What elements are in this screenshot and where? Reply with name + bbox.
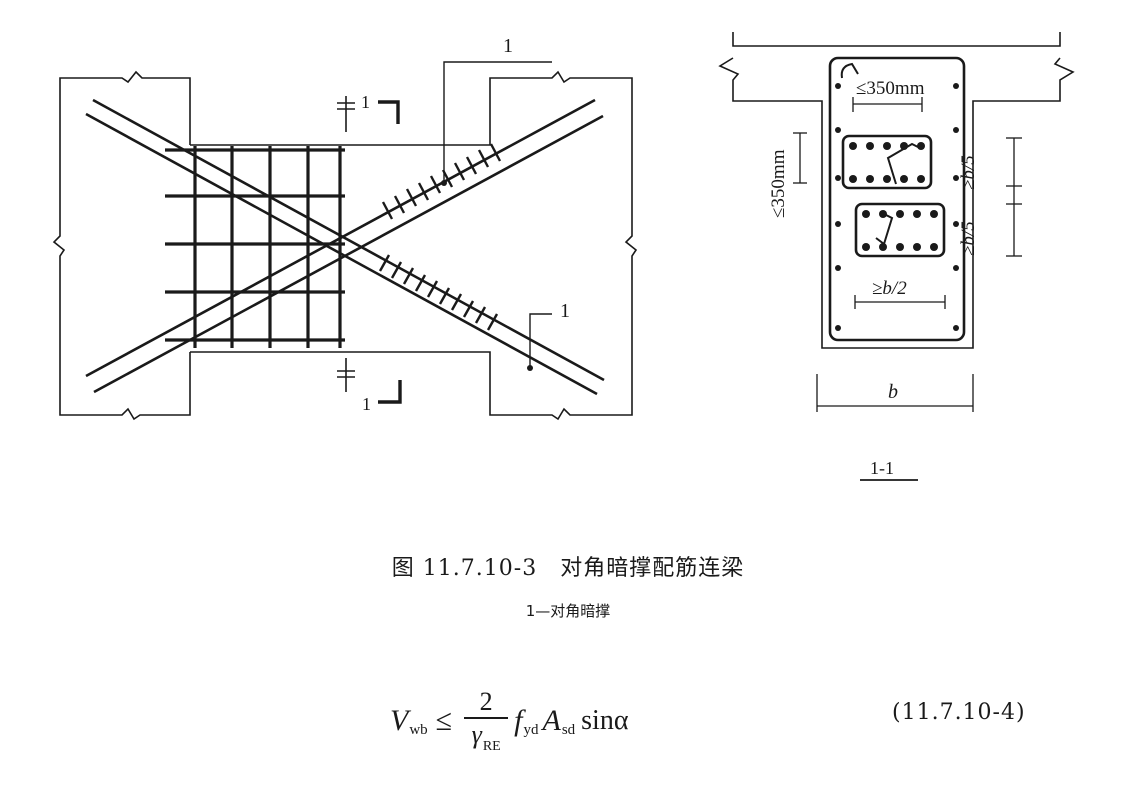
section-arrow-bottom: [378, 380, 402, 404]
section-cut-top: [337, 96, 355, 132]
formula-frac-num: 2: [479, 686, 493, 716]
dim-width: [816, 374, 974, 412]
outer-rebars: [835, 83, 959, 331]
dim-right: [1006, 137, 1022, 257]
right-wall-outline: [345, 70, 638, 421]
dim-left: [793, 132, 807, 184]
formula-relation: ≤: [435, 704, 453, 737]
formula-f: f: [514, 704, 523, 737]
dim-width-text: b: [888, 381, 898, 403]
figure-legend: 1—对角暗撑: [525, 602, 611, 620]
label-brace-top: 1: [503, 35, 513, 57]
lower-tie: [875, 211, 894, 246]
dim-right-b-text: ≥b/5: [958, 221, 979, 256]
formula-frac-den-sym: γ: [471, 719, 482, 749]
leader-bottom: [529, 313, 552, 368]
dim-inner: [854, 295, 946, 309]
formula-frac-den: γRE: [472, 719, 501, 756]
formula-A: A: [542, 704, 561, 737]
lower-brace-box: [854, 202, 946, 258]
stirrup-hook: [840, 62, 859, 79]
coupling-beam-drawing: 1 1 1 1: [52, 32, 1075, 481]
left-wall-outline: [52, 70, 191, 421]
figure-caption: 图 11.7.10-3 对角暗撑配筋连梁: [391, 556, 745, 581]
beam-rebar-grid: [165, 146, 345, 348]
formula-lhs-sub: wb: [409, 721, 428, 738]
section-labels: ≤350mm ≤350mm ≥b/5 ≥b/5 ≥b/2 b 1-1: [768, 78, 979, 478]
formula-f-sub: yd: [523, 721, 539, 738]
dim-left-text: ≤350mm: [768, 149, 789, 218]
slab-outline: [718, 32, 1075, 349]
dim-top: [852, 97, 923, 112]
upper-tie: [886, 142, 921, 185]
label-section-bottom: 1: [362, 394, 371, 414]
formula-fraction: 2 γRE: [464, 686, 509, 756]
leader-top: [443, 61, 552, 183]
dim-inner-text: ≥b/2: [872, 278, 907, 299]
upper-brace-bars: [849, 142, 925, 183]
diagonal-brace-a: [85, 98, 605, 396]
diagonal-brace-b: [85, 98, 604, 394]
section-arrow-top: [378, 100, 400, 124]
section-view: [718, 32, 1075, 481]
dim-right-a-text: ≥b/5: [958, 155, 979, 190]
formula-trig: sinα: [581, 705, 629, 736]
equation-number: (11.7.10-4): [892, 700, 1026, 725]
upper-brace-box: [841, 134, 933, 190]
section-title: 1-1: [870, 458, 894, 478]
formula-frac-bar: [464, 716, 509, 719]
label-brace-bottom: 1: [560, 300, 570, 322]
formula-frac-den-sub: RE: [482, 738, 501, 754]
elevation-labels: 1 1 1 1: [361, 35, 570, 414]
lower-brace-bars: [862, 210, 938, 251]
formula-lhs: V: [390, 704, 409, 737]
dim-top-text: ≤350mm: [856, 78, 925, 99]
brace-a-ties: [378, 254, 499, 331]
formula-A-sub: sd: [561, 721, 576, 738]
outer-stirrup: [828, 56, 966, 342]
elevation-view: [52, 61, 638, 421]
label-section-top: 1: [361, 92, 370, 112]
section-cut-bottom: [337, 358, 355, 392]
